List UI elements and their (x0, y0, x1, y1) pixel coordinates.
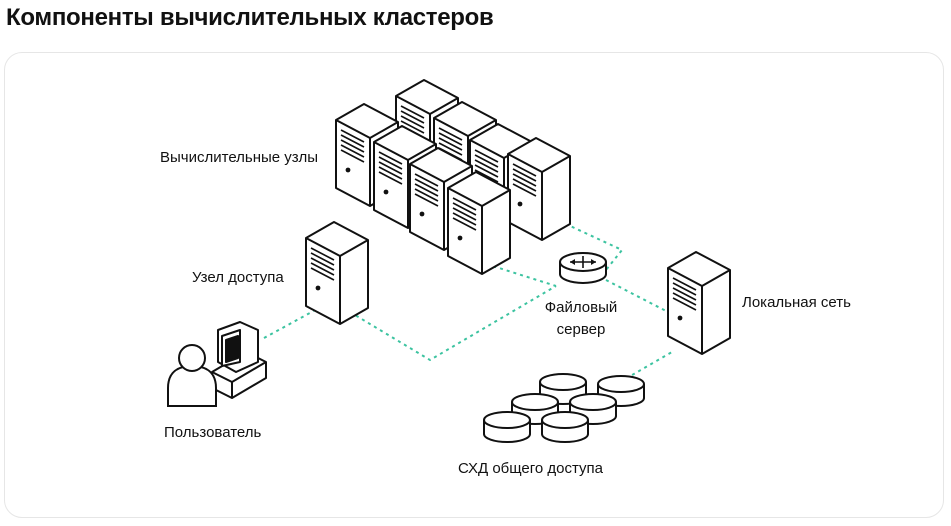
router-icon (559, 252, 607, 284)
label-compute-nodes: Вычислительные узлы (160, 149, 319, 166)
compute-nodes (335, 79, 571, 275)
label-user: Пользователь (164, 424, 262, 441)
workstation-icon (211, 321, 267, 399)
user-icon (167, 344, 217, 407)
page-title: Компоненты вычислительных кластеров (6, 4, 494, 31)
server-icon (305, 221, 369, 325)
disk-icon (483, 411, 531, 443)
server-icon (667, 251, 731, 355)
disk-icon (541, 411, 589, 443)
storage-disks (483, 373, 645, 443)
server-icon (507, 137, 571, 241)
label-local-network: Локальная сеть (742, 294, 851, 311)
label-file-server-line1: Файловый (544, 299, 618, 316)
label-file-server-line2: сервер (556, 321, 606, 338)
label-storage: СХД общего доступа (458, 460, 604, 477)
diagram-panel (4, 52, 944, 518)
label-access-node: Узел доступа (192, 269, 284, 286)
server-icon (447, 171, 511, 275)
label-file-server: Файловый сервер (536, 297, 626, 341)
